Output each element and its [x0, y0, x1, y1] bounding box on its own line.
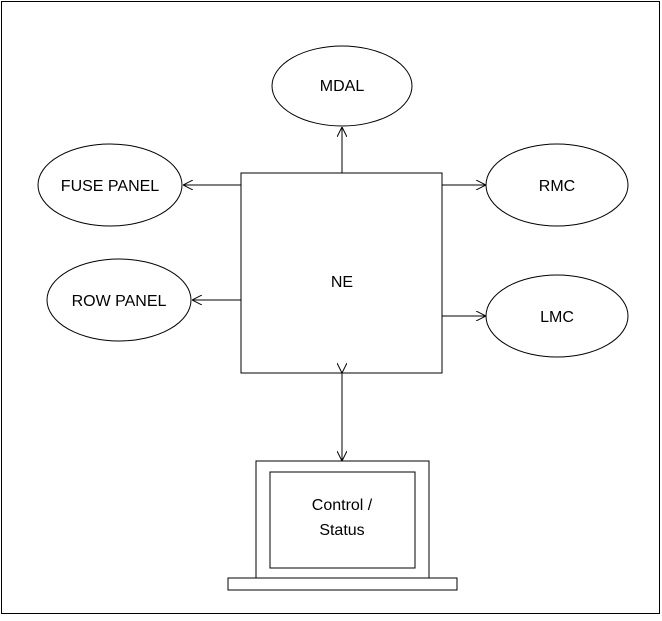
laptop-base: [227, 577, 458, 591]
ne-label: NE: [331, 274, 353, 291]
fuse-panel-label: FUSE PANEL: [61, 178, 160, 195]
mdal-ellipse: [271, 45, 413, 127]
laptop-screen-inner: [269, 471, 416, 569]
fuse-panel-node: FUSE PANEL: [37, 143, 183, 227]
row-panel-ellipse: [46, 258, 192, 342]
mdal-label: MDAL: [320, 78, 365, 95]
rmc-node: RMC: [485, 143, 629, 227]
laptop-icon: Control / Status: [227, 460, 458, 591]
terminal-label-line1: Control /: [312, 497, 373, 514]
row-panel-label: ROW PANEL: [72, 293, 167, 310]
mdal-node: MDAL: [271, 45, 413, 127]
lmc-label: LMC: [540, 309, 574, 326]
ne-box: [240, 172, 443, 374]
row-panel-node: ROW PANEL: [46, 258, 192, 342]
lmc-node: LMC: [485, 274, 629, 358]
terminal-label-line2: Status: [319, 522, 364, 539]
rmc-label: RMC: [539, 178, 575, 195]
fuse-panel-ellipse: [37, 143, 183, 227]
ne-node: NE: [240, 172, 443, 374]
